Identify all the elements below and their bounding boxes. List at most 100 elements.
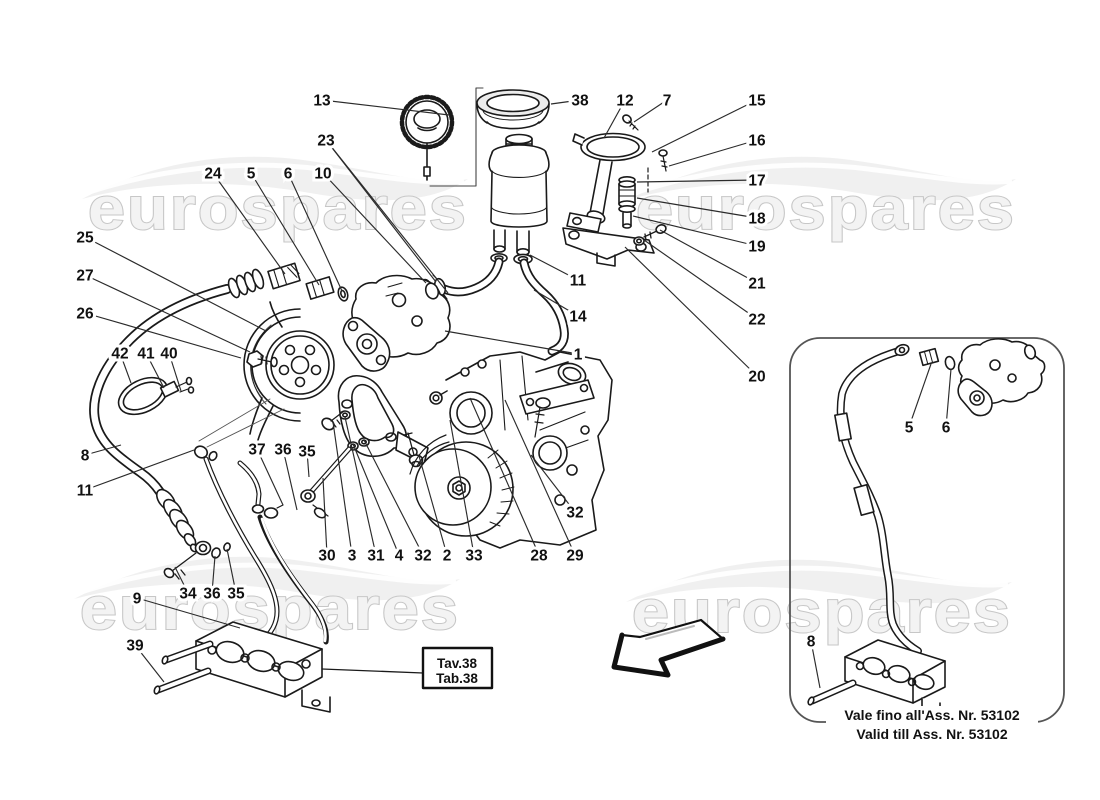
- callout-label: 31: [367, 548, 385, 565]
- inlet-fittings: [227, 262, 349, 302]
- manifold-block: [153, 621, 331, 713]
- callout-29: 29: [504, 399, 587, 568]
- leader-line: [418, 455, 448, 556]
- callout-label: 35: [298, 444, 316, 461]
- leader-line: [134, 644, 165, 683]
- leader-line: [321, 99, 450, 116]
- leader-line: [226, 548, 237, 594]
- leader-line: [668, 139, 758, 167]
- leader-line: [344, 416, 377, 556]
- callout-label: 6: [942, 420, 951, 437]
- direction-arrow: [611, 618, 726, 678]
- callout-25: 25: [73, 227, 267, 332]
- callout-26: 26: [73, 303, 242, 359]
- callout-label: 8: [807, 634, 816, 651]
- leader-line: [624, 246, 758, 377]
- validity-caption-italian: Vale fino all'Ass. Nr. 53102: [844, 707, 1020, 723]
- callout-38: 38: [550, 90, 592, 113]
- callout-label: 15: [748, 93, 766, 110]
- reservoir-cap: [399, 87, 484, 187]
- leader-line: [306, 450, 310, 478]
- callout-label: 42: [111, 346, 128, 363]
- callout-21: 21: [659, 229, 769, 296]
- callout-34: 34: [174, 566, 200, 606]
- callout-label: 35: [227, 586, 245, 603]
- callout-label: 8: [81, 448, 90, 465]
- callout-15: 15: [651, 90, 769, 153]
- callout-28: 28: [469, 397, 551, 568]
- callout-40: 40: [157, 343, 182, 392]
- pipe-nut-11: [193, 445, 209, 459]
- callout-label: 29: [566, 548, 584, 565]
- callout-2: 2: [418, 455, 454, 568]
- tab-line2: Tab.38: [436, 671, 478, 686]
- leader-line: [945, 368, 952, 428]
- leader-line: [282, 448, 298, 511]
- callout-label: 32: [566, 505, 583, 522]
- callout-12: 12: [603, 90, 637, 139]
- callout-16: 16: [668, 130, 769, 167]
- callout-11: 11: [529, 254, 590, 293]
- callout-label: 40: [160, 346, 177, 363]
- leader-line: [659, 229, 758, 284]
- leader-line: [530, 454, 576, 513]
- callout-31: 31: [344, 416, 388, 568]
- callout-label: 38: [571, 93, 589, 110]
- leader-line: [633, 99, 668, 123]
- leader-line: [636, 197, 758, 219]
- leader-line: [145, 352, 165, 389]
- callout-label: 27: [76, 268, 93, 285]
- exploded-view-art: [89, 87, 1065, 726]
- callout-6: 6: [939, 368, 954, 440]
- reservoir-funnel-ring: [476, 89, 550, 130]
- leader-line: [322, 172, 427, 284]
- callout-label: 21: [748, 276, 766, 293]
- leader-line: [84, 449, 195, 491]
- callout-label: 41: [137, 346, 155, 363]
- leader-line: [119, 352, 132, 384]
- callout-label: 17: [748, 173, 765, 190]
- callout-label: 5: [905, 420, 914, 437]
- leader-line: [444, 330, 579, 355]
- hose-clamp-42: [117, 376, 195, 416]
- callout-5: 5: [244, 163, 320, 286]
- callout-label: 32: [414, 548, 431, 565]
- tav-reference: [321, 646, 494, 690]
- leader-line: [352, 443, 400, 556]
- leader-line: [651, 99, 758, 153]
- fitting-5: [305, 276, 335, 300]
- callout-35: 35: [224, 548, 248, 606]
- leader-line: [212, 172, 286, 275]
- leader-line: [643, 239, 758, 320]
- callout-label: 39: [126, 638, 144, 655]
- callout-label: 11: [570, 273, 587, 290]
- leader-line: [136, 597, 241, 629]
- callout-label: 3: [348, 548, 357, 565]
- callout-label: 22: [748, 312, 765, 329]
- leader-line: [550, 99, 581, 105]
- callout-3: 3: [332, 421, 360, 568]
- callout-label: 18: [748, 211, 766, 228]
- leader-line: [84, 274, 251, 353]
- hose-8: [89, 284, 232, 553]
- callout-41: 41: [134, 343, 165, 389]
- leader-line: [469, 397, 540, 556]
- callout-7: 7: [633, 90, 674, 123]
- callout-8: 8: [804, 631, 821, 689]
- callout-22: 22: [643, 239, 769, 332]
- watermark-text: eurospares: [636, 175, 1016, 242]
- leader-line: [449, 419, 475, 556]
- reservoir-hoses: [420, 257, 569, 356]
- callout-19: 19: [632, 215, 769, 259]
- callout-17: 17: [636, 170, 769, 193]
- callout-label: 7: [663, 93, 672, 110]
- callout-label: 16: [748, 133, 766, 150]
- callout-label: 13: [313, 93, 331, 110]
- callout-label: 19: [748, 239, 766, 256]
- callout-42: 42: [108, 343, 132, 384]
- callout-36: 36: [200, 555, 224, 606]
- reservoir-clamp-bracket: [562, 114, 668, 267]
- callout-label: 12: [616, 93, 633, 110]
- validity-caption-english: Valid till Ass. Nr. 53102: [856, 726, 1007, 742]
